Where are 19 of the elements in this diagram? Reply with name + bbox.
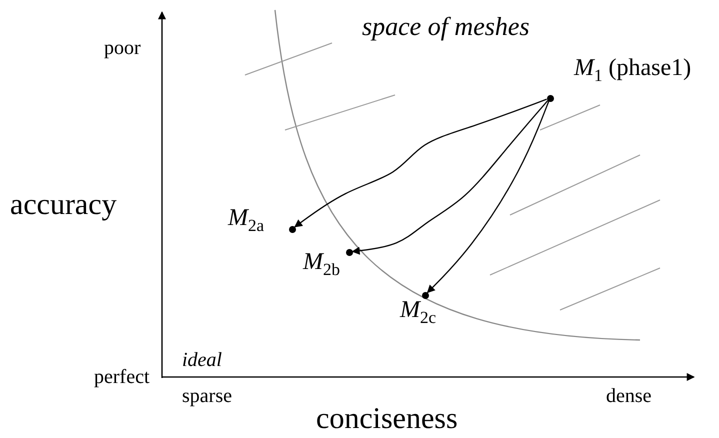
mesh-label: M$_{2b}$ [303,250,340,278]
axis-tick-label: dense [606,386,652,406]
point-marker [546,94,554,102]
arrow [426,101,550,294]
mesh-label: M$_{2a}$ [228,206,264,234]
mesh-label: M$_{1}$ (phase1) [574,56,692,84]
arrow [352,100,548,255]
point-label: ideal [182,350,222,370]
region-title: space of meshes [362,14,530,40]
point-marker [346,248,352,256]
axis-title: accuracy [10,190,117,220]
point-marker [288,226,296,232]
axis-tick-label: perfect [94,367,150,387]
axis-tick-label: sparse [182,386,232,406]
arrow [294,98,547,228]
mesh-label: M$_{2c}$ [400,298,436,326]
axis-tick-label: poor [104,38,141,58]
point-marker [422,292,428,298]
axis-title: conciseness [316,404,458,434]
